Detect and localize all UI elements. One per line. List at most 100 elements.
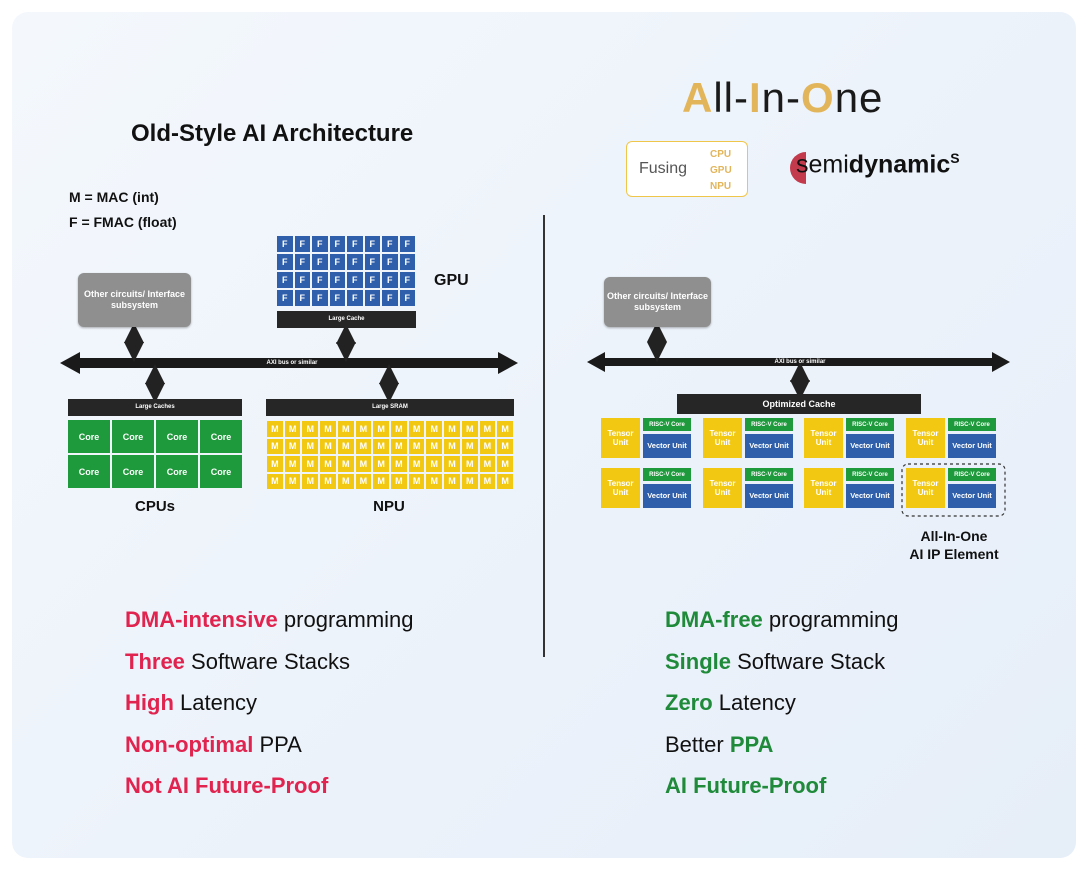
- mac-unit: M: [461, 438, 478, 454]
- fmac-unit: F: [382, 290, 398, 306]
- vector-unit: Vector Unit: [948, 484, 996, 508]
- right-other-circuits: Other circuits/ Interface subsystem: [604, 277, 711, 327]
- mac-unit: M: [284, 438, 301, 454]
- fmac-unit: F: [399, 290, 415, 306]
- fmac-unit: F: [312, 290, 328, 306]
- cpu-core: Core: [112, 420, 154, 453]
- mac-unit: M: [408, 456, 425, 472]
- mac-unit: M: [391, 438, 407, 454]
- fmac-unit: F: [364, 254, 380, 270]
- risc-v-core: RISC-V Core: [846, 418, 894, 431]
- fmac-unit: F: [399, 272, 415, 288]
- fmac-unit: F: [347, 290, 363, 306]
- tensor-unit: Tensor Unit: [601, 418, 640, 458]
- risc-v-core: RISC-V Core: [745, 468, 793, 481]
- semidynamics-logo: semidynamicS: [796, 150, 960, 179]
- mac-unit: M: [391, 456, 407, 472]
- mac-unit: M: [497, 456, 513, 472]
- mac-unit: M: [320, 473, 336, 489]
- right-bullet-1: DMA-free programming: [665, 607, 899, 632]
- vector-unit: Vector Unit: [745, 484, 793, 508]
- fmac-unit: F: [294, 254, 310, 270]
- mac-unit: M: [337, 438, 354, 454]
- gpu-cache: Large Cache: [277, 311, 416, 328]
- mac-unit: M: [479, 473, 496, 489]
- left-bullet-4: Non-optimal PPA: [125, 731, 302, 757]
- left-axi-bus: [60, 352, 518, 374]
- mac-unit: M: [479, 421, 496, 437]
- fmac-unit: F: [347, 272, 363, 288]
- fmac-unit: F: [364, 290, 380, 306]
- mac-unit: M: [373, 421, 389, 437]
- fmac-unit: F: [382, 254, 398, 270]
- fmac-unit: F: [347, 236, 363, 252]
- left-bullet-5: Not AI Future-Proof: [125, 773, 329, 798]
- risc-v-core: RISC-V Core: [643, 468, 691, 481]
- fusing-items: CPU GPU NPU: [710, 149, 732, 192]
- cpu-core: Core: [156, 420, 198, 453]
- mac-unit: M: [284, 473, 301, 489]
- fmac-unit: F: [364, 272, 380, 288]
- mac-unit: M: [302, 473, 319, 489]
- fmac-unit: F: [329, 254, 345, 270]
- vector-unit: Vector Unit: [643, 434, 691, 458]
- mac-unit: M: [373, 456, 389, 472]
- fusing-text: Fusing: [639, 160, 688, 177]
- fmac-unit: F: [294, 272, 310, 288]
- left-bullet-1: DMA-intensive programming: [125, 607, 414, 632]
- fusing-badge: Fusing CPU GPU NPU: [626, 141, 748, 197]
- fmac-unit: F: [294, 290, 310, 306]
- right-bullet-5: AI Future-Proof: [665, 773, 827, 798]
- mac-unit: M: [497, 438, 513, 454]
- left-other-circuits: Other circuits/ Interface subsystem: [78, 273, 191, 327]
- vector-unit: Vector Unit: [846, 484, 894, 508]
- mac-unit: M: [267, 456, 283, 472]
- fmac-unit: F: [364, 236, 380, 252]
- cpu-core: Core: [200, 420, 242, 453]
- cpu-core: Core: [68, 420, 110, 453]
- left-bullet-list: DMA-intensive programming Three Software…: [125, 607, 414, 815]
- risc-v-core: RISC-V Core: [643, 418, 691, 431]
- mac-unit: M: [426, 438, 443, 454]
- gpu-label: GPU: [434, 272, 469, 289]
- mac-unit: M: [408, 473, 425, 489]
- mac-unit: M: [320, 421, 336, 437]
- mac-unit: M: [426, 473, 443, 489]
- fmac-unit: F: [382, 236, 398, 252]
- fmac-unit: F: [312, 272, 328, 288]
- semidynamics-logo-mark: [788, 150, 824, 186]
- mac-unit: M: [497, 473, 513, 489]
- mac-unit: M: [267, 473, 283, 489]
- risc-v-core: RISC-V Core: [948, 418, 996, 431]
- mac-unit: M: [302, 421, 319, 437]
- fmac-unit: F: [399, 254, 415, 270]
- fmac-unit: F: [382, 272, 398, 288]
- mac-unit: M: [497, 421, 513, 437]
- left-bus-label: AXI bus or similar: [266, 360, 318, 366]
- mac-unit: M: [373, 473, 389, 489]
- center-divider: [543, 215, 545, 657]
- npu-label: NPU: [373, 498, 405, 515]
- tensor-unit: Tensor Unit: [804, 468, 843, 508]
- mac-unit: M: [444, 456, 460, 472]
- cpu-cache: Large Caches: [68, 399, 242, 416]
- vector-unit: Vector Unit: [643, 484, 691, 508]
- cpu-label: CPUs: [134, 498, 175, 515]
- vector-unit: Vector Unit: [846, 434, 894, 458]
- legend-mac: M = MAC (int): [69, 189, 159, 205]
- left-bullet-3: High Latency: [125, 690, 258, 715]
- mac-unit: M: [337, 421, 354, 437]
- mac-unit: M: [391, 421, 407, 437]
- fmac-unit: F: [277, 290, 293, 306]
- mac-unit: M: [302, 456, 319, 472]
- mac-unit: M: [320, 438, 336, 454]
- fmac-unit: F: [277, 254, 293, 270]
